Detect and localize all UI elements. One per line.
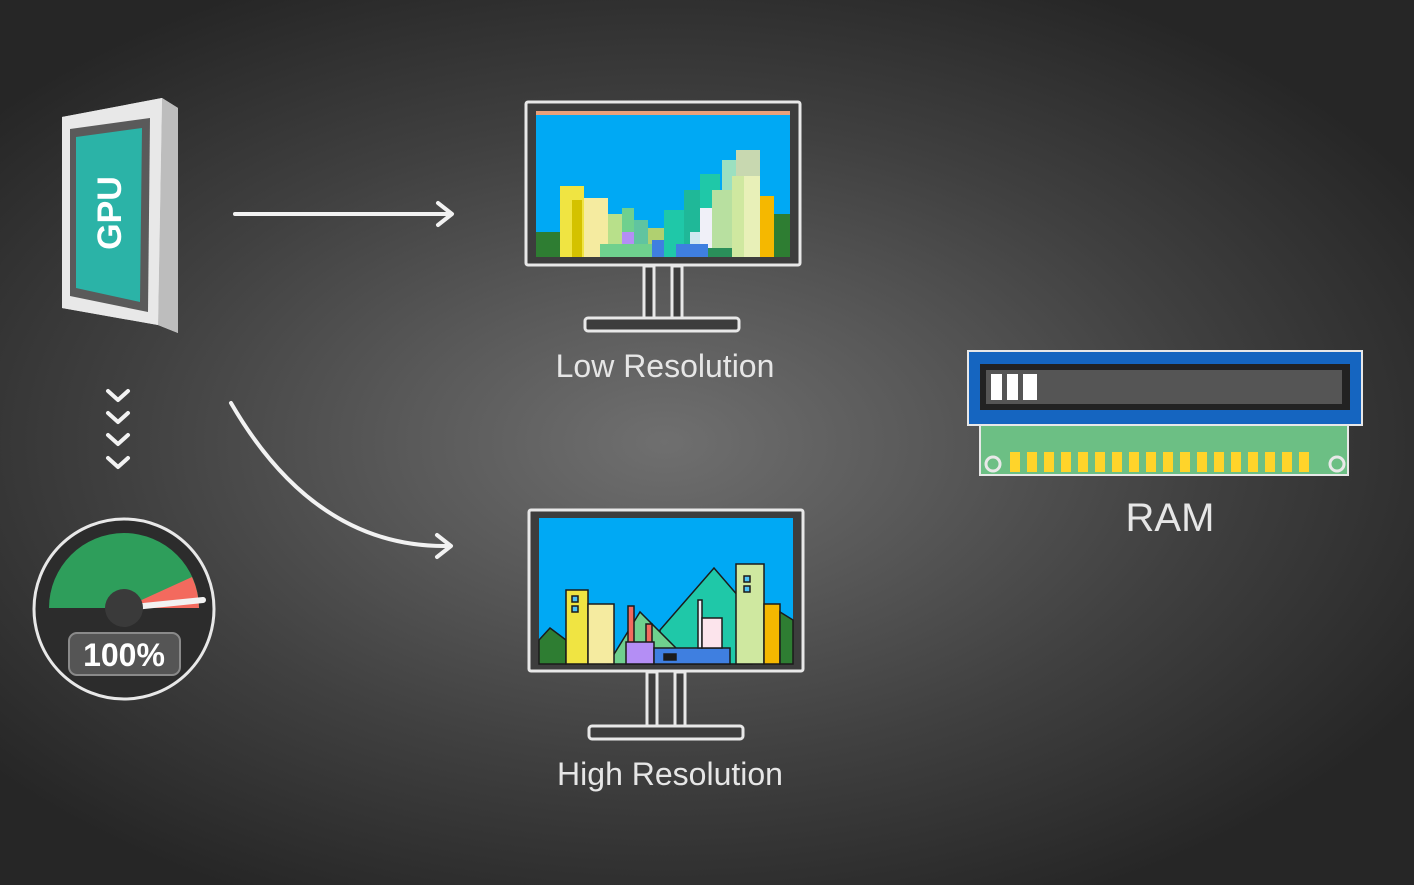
high-resolution-caption: High Resolution — [557, 756, 783, 792]
monitor-icon — [524, 100, 802, 333]
arrow-right-icon — [233, 201, 454, 227]
low-res-scene — [536, 111, 790, 257]
low-resolution-caption: Low Resolution — [555, 348, 775, 384]
gauge-readout: 100% — [83, 637, 165, 673]
ram-pins — [1010, 452, 1309, 472]
curved-arrow-icon — [229, 401, 453, 559]
monitor-icon — [527, 508, 805, 741]
ram-usage-segments — [991, 374, 1037, 400]
gpu-chip-icon: GPU — [62, 98, 178, 333]
speedometer-icon: 100% — [32, 517, 216, 701]
gpu-label: GPU — [91, 176, 129, 250]
ram-caption: RAM — [1125, 496, 1215, 540]
high-res-scene — [538, 563, 794, 665]
chevron-down-icon — [106, 389, 130, 469]
ram-stick-icon — [967, 350, 1363, 476]
